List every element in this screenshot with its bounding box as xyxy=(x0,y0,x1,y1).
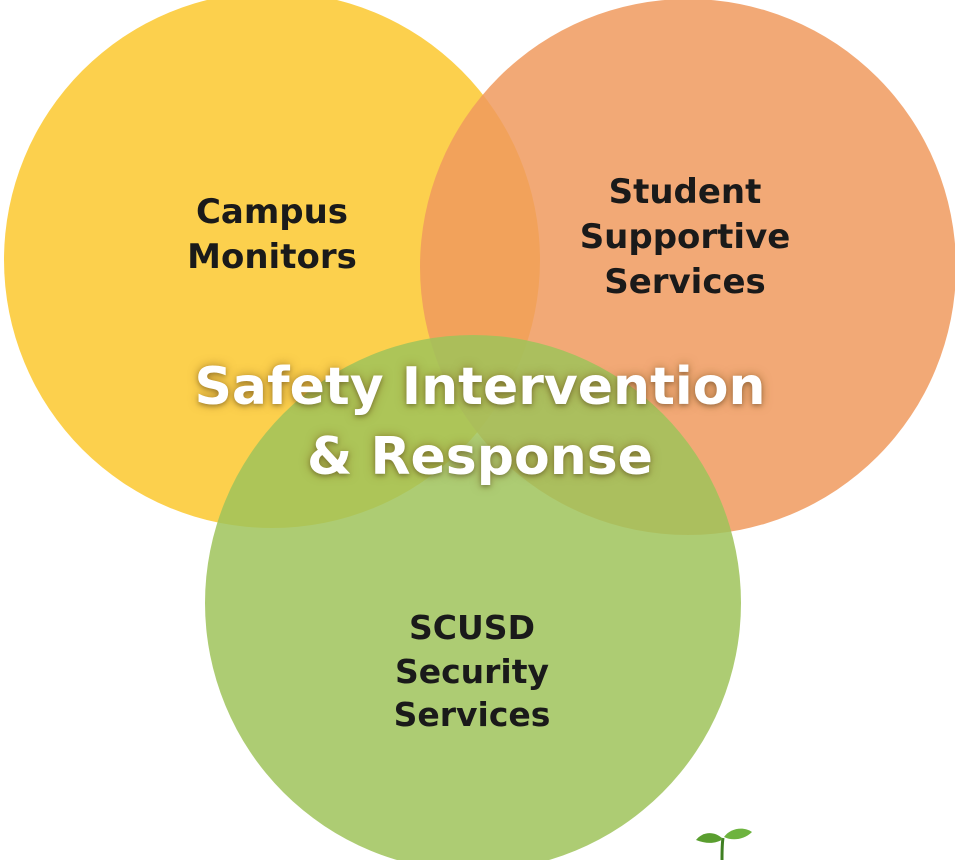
center-title-line-1: Safety Intervention xyxy=(194,357,766,417)
scusd-security-services-label: SCUSD Security Services xyxy=(352,606,592,737)
student-label-line-1: Student xyxy=(608,172,762,212)
student-supportive-services-label: Student Supportive Services xyxy=(560,170,810,305)
scusd-label-line-3: Services xyxy=(393,695,551,735)
sprout-icon xyxy=(696,828,752,860)
campus-label-line-1: Campus xyxy=(195,192,349,232)
campus-label-line-2: Monitors xyxy=(187,236,357,277)
scusd-label-line-1: SCUSD xyxy=(409,608,535,647)
center-title-line-2: & Response xyxy=(307,427,653,488)
campus-monitors-label: Campus Monitors xyxy=(152,190,392,280)
center-title: Safety Intervention & Response xyxy=(90,352,870,492)
student-label-line-2: Supportive xyxy=(579,216,791,257)
student-label-line-3: Services xyxy=(604,261,766,302)
scusd-label-line-2: Security xyxy=(394,651,550,691)
scusd-security-services-circle xyxy=(205,335,741,860)
